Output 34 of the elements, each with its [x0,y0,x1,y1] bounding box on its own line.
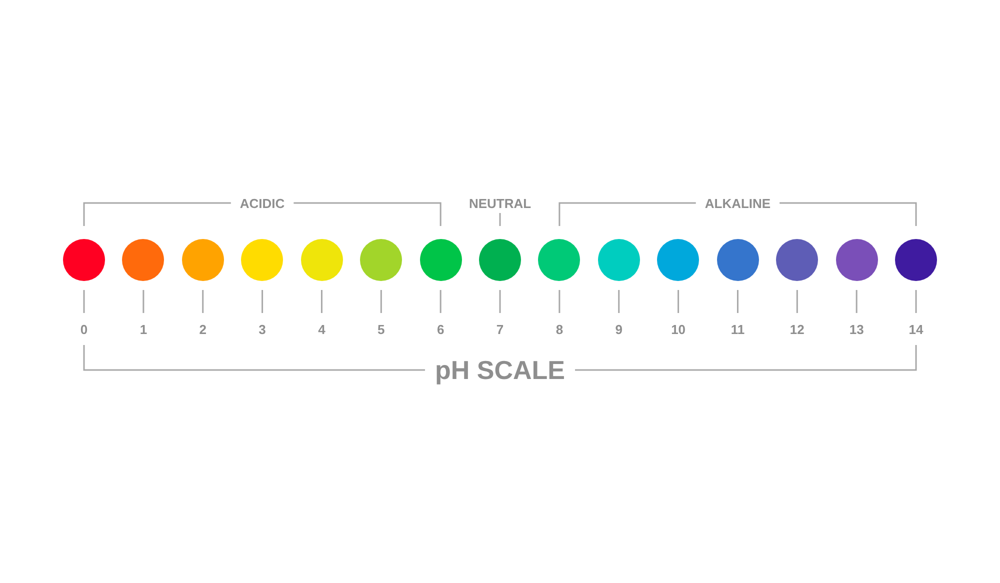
ph-value: 11 [730,322,745,336]
scale-circle [182,239,224,281]
scale-circle [420,239,462,281]
scale-circle [241,239,284,281]
scale-circle [716,239,759,281]
scale-circle [63,239,105,281]
ph-value: 9 [615,322,622,336]
scale-circle [300,239,343,281]
range-label: ACIDIC [240,196,285,210]
ph-value: 14 [908,322,924,336]
scale-circle [598,239,640,281]
ph-value: 0 [80,322,88,336]
ph-value: 13 [849,322,864,336]
ph-value: 2 [199,322,206,336]
scale-circle [657,239,700,281]
scale-circle [836,239,878,281]
ph-value: 1 [140,322,148,336]
scale-circle [122,239,164,281]
scale-title: pH SCALE [435,357,565,383]
scale-circle [895,239,938,281]
ph-value: 5 [378,322,385,336]
ph-value: 6 [436,322,444,336]
ph-value: 10 [671,322,686,336]
scale-circle [776,239,818,281]
scale-circle [538,239,580,281]
ph-value: 3 [258,322,266,336]
scale-circle [479,239,521,281]
ph-value: 7 [496,322,504,336]
scale-circle [360,239,402,281]
ph-value: 12 [790,322,804,336]
ph-value: 8 [556,322,564,336]
range-label: ALKALINE [704,196,771,210]
range-label: NEUTRAL [468,196,532,210]
ph-value: 4 [318,322,326,336]
